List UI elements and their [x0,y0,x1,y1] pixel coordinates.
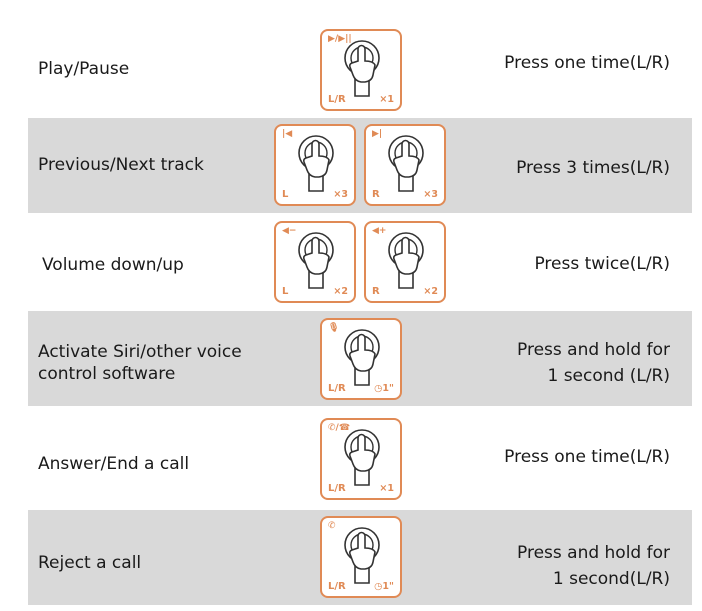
press-instruction: Press twice(L/R) [534,251,670,277]
side-label: L/R [328,94,346,105]
press-instruction: Press one time(L/R) [504,50,670,76]
action-line: Volume down/up [42,255,184,275]
finger-on-earbud-icon [388,135,424,192]
action-line: Answer/End a call [38,454,190,474]
press-count: ×3 [423,189,438,200]
press-count: ×1 [379,94,394,105]
volume-up-icon: ◀+ [372,226,387,236]
finger-on-earbud-icon [344,329,380,386]
action-label: Volume down/up [42,254,184,276]
side-label: R [372,189,380,200]
result-line: 1 second (L/R) [547,366,670,386]
earbud-tap-illustration: ◀− L ×2 [274,221,356,303]
result-line: Press 3 times(L/R) [516,158,670,178]
action-label: Previous/Next track [38,154,204,176]
hold-duration: ◷1" [374,581,394,592]
press-count: ×1 [379,483,394,494]
result-line: Press and hold for [517,543,670,563]
press-instruction: Press and hold for 1 second(L/R) [517,540,670,592]
result-line: Press twice(L/R) [534,254,670,274]
press-instruction: Press and hold for 1 second (L/R) [517,337,670,389]
play-pause-icon: ▶/▶|| [328,34,352,44]
action-label: Activate Siri/other voice control softwa… [38,341,242,385]
action-line: Play/Pause [38,59,130,79]
reject-call-icon: ✆ [328,521,336,531]
action-label: Reject a call [38,552,141,574]
action-line: control software [38,364,176,384]
result-line: Press one time(L/R) [504,447,670,467]
previous-track-icon: |◀ [282,129,293,139]
side-label: L [282,189,289,200]
press-count: ×3 [333,189,348,200]
earbud-tap-illustration: |◀ L ×3 [274,124,356,206]
earbud-tap-illustration: ◀+ R ×2 [364,221,446,303]
finger-on-earbud-icon [298,135,334,192]
action-label: Answer/End a call [38,453,189,475]
gesture-row-previous-next: Previous/Next track |◀ L ×3 ▶| R ×3 Pres… [28,118,692,213]
next-track-icon: ▶| [372,129,383,139]
press-instruction: Press 3 times(L/R) [516,155,670,181]
earbud-tap-illustration: ✆ L/R ◷1" [320,516,402,598]
press-count: ×2 [423,286,438,297]
finger-on-earbud-icon [344,527,380,584]
press-count: ×2 [333,286,348,297]
result-line: Press one time(L/R) [504,53,670,73]
action-line: Activate Siri/other voice [38,342,242,362]
finger-on-earbud-icon [298,232,334,289]
earbud-tap-illustration: ▶/▶|| L/R ×1 [320,29,402,111]
gesture-row-reject-call: Reject a call ✆ L/R ◷1" Press and hold f… [28,510,692,605]
action-label: Play/Pause [38,58,129,80]
side-label: R [372,286,380,297]
earbud-tap-illustration: 🎙 L/R ◷1" [320,318,402,400]
gesture-row-volume: Volume down/up ◀− L ×2 ◀+ R ×2 Press twi… [28,213,692,311]
gesture-row-play-pause: Play/Pause ▶/▶|| L/R ×1 Press one time(L… [28,20,692,118]
press-instruction: Press one time(L/R) [504,444,670,470]
gesture-row-voice-assistant: Activate Siri/other voice control softwa… [28,311,692,406]
result-line: 1 second(L/R) [552,569,670,589]
result-line: Press and hold for [517,340,670,360]
side-label: L/R [328,581,346,592]
answer-end-call-icon: ✆/☎ [328,423,351,433]
microphone-icon: 🎙 [328,323,340,333]
side-label: L [282,286,289,297]
finger-on-earbud-icon [344,429,380,486]
finger-on-earbud-icon [388,232,424,289]
gesture-row-answer-end-call: Answer/End a call ✆/☎ L/R ×1 Press one t… [28,406,692,510]
earbud-tap-illustration: ✆/☎ L/R ×1 [320,418,402,500]
earbud-tap-illustration: ▶| R ×3 [364,124,446,206]
volume-down-icon: ◀− [282,226,297,236]
finger-on-earbud-icon [344,40,380,97]
side-label: L/R [328,483,346,494]
side-label: L/R [328,383,346,394]
action-line: Reject a call [38,553,142,573]
hold-duration: ◷1" [374,383,394,394]
action-line: Previous/Next track [38,155,204,175]
